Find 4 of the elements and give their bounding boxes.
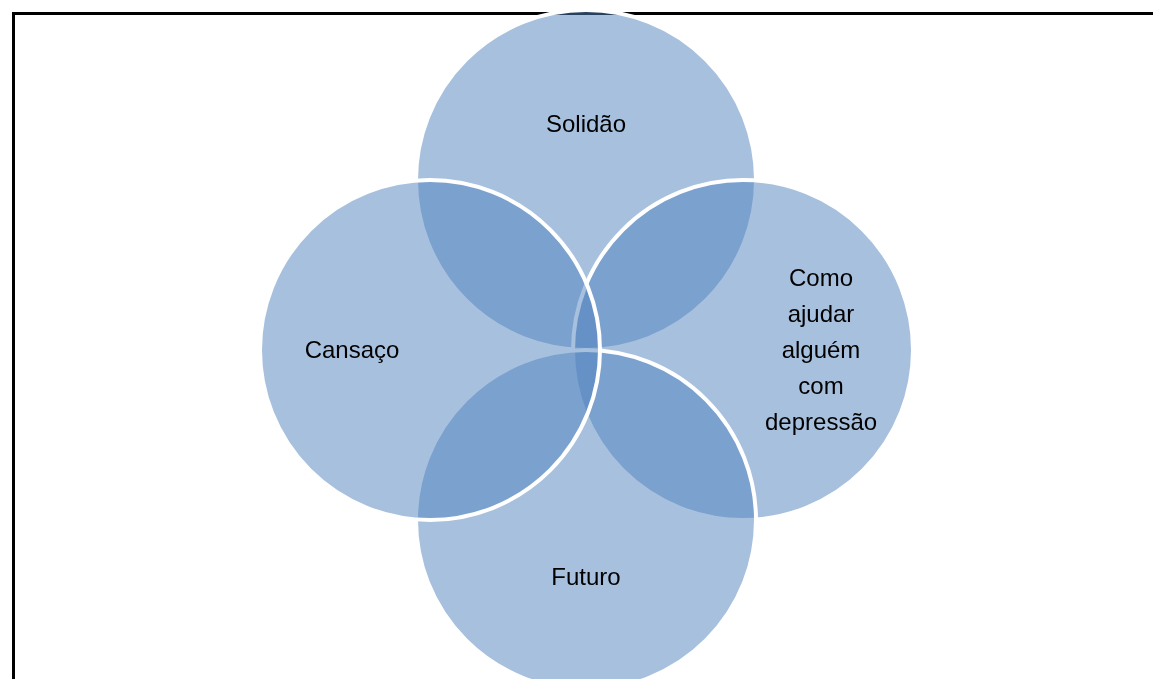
circle-label: Futuro [551, 562, 621, 592]
circle-label: Solidão [545, 109, 627, 139]
circle-label: Como ajudar alguém com depressão [765, 263, 877, 437]
circle-label: Cansaço [304, 335, 400, 365]
